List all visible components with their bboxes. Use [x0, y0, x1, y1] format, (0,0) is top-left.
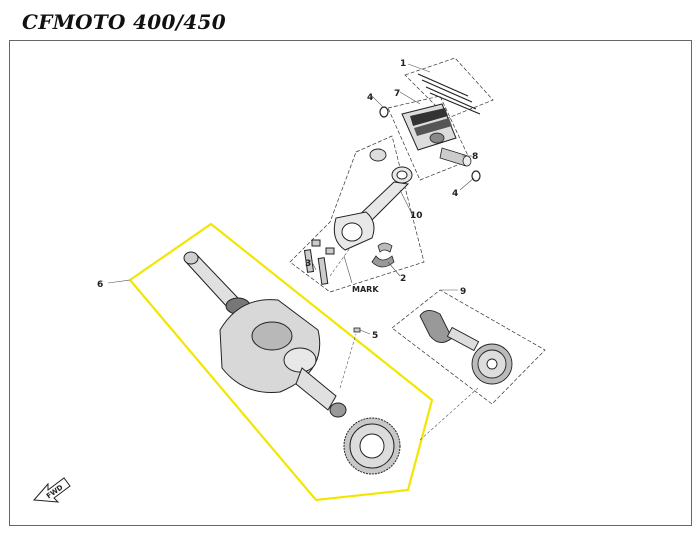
- piston-box: [387, 95, 471, 181]
- callout-3: 3: [305, 259, 311, 269]
- circlip-lower[interactable]: [471, 170, 481, 182]
- leader-lines: [107, 63, 479, 441]
- conrod-bolts[interactable]: [303, 239, 335, 285]
- piston-pin[interactable]: [439, 147, 472, 167]
- crankshaft[interactable]: [183, 251, 347, 418]
- balancer-box: [391, 289, 546, 405]
- callout-6: 6: [97, 280, 103, 290]
- callout-5: 5: [372, 331, 378, 341]
- conrod-box: [289, 135, 425, 293]
- callout-10: 10: [410, 211, 423, 221]
- balancer-shaft[interactable]: [419, 310, 513, 385]
- callout-9: 9: [460, 287, 466, 297]
- diagram-frame: [9, 40, 692, 526]
- piston[interactable]: [401, 103, 457, 151]
- callout-4-upper: 4: [367, 93, 373, 103]
- callout-7: 7: [394, 89, 400, 99]
- circlip-upper[interactable]: [379, 106, 389, 118]
- callout-4-lower: 4: [452, 189, 458, 199]
- small-end-bush[interactable]: [369, 148, 387, 162]
- connecting-rod[interactable]: [333, 166, 413, 251]
- woodruff-key[interactable]: [353, 327, 361, 333]
- callout-8: 8: [472, 152, 478, 162]
- forward-arrow-icon: FWD: [32, 477, 71, 503]
- piston-rings[interactable]: [417, 73, 481, 115]
- page-title: CFMOTO 400/450: [22, 10, 226, 34]
- callout-1: 1: [400, 59, 406, 69]
- primary-drive-gear[interactable]: [343, 417, 401, 475]
- crankshaft-highlight: [128, 222, 434, 502]
- title-rule: [9, 40, 159, 41]
- bearing-shells[interactable]: [371, 242, 395, 268]
- piston-rings-box: [404, 57, 494, 119]
- callout-2: 2: [400, 274, 406, 284]
- mark-label: MARK: [352, 285, 379, 294]
